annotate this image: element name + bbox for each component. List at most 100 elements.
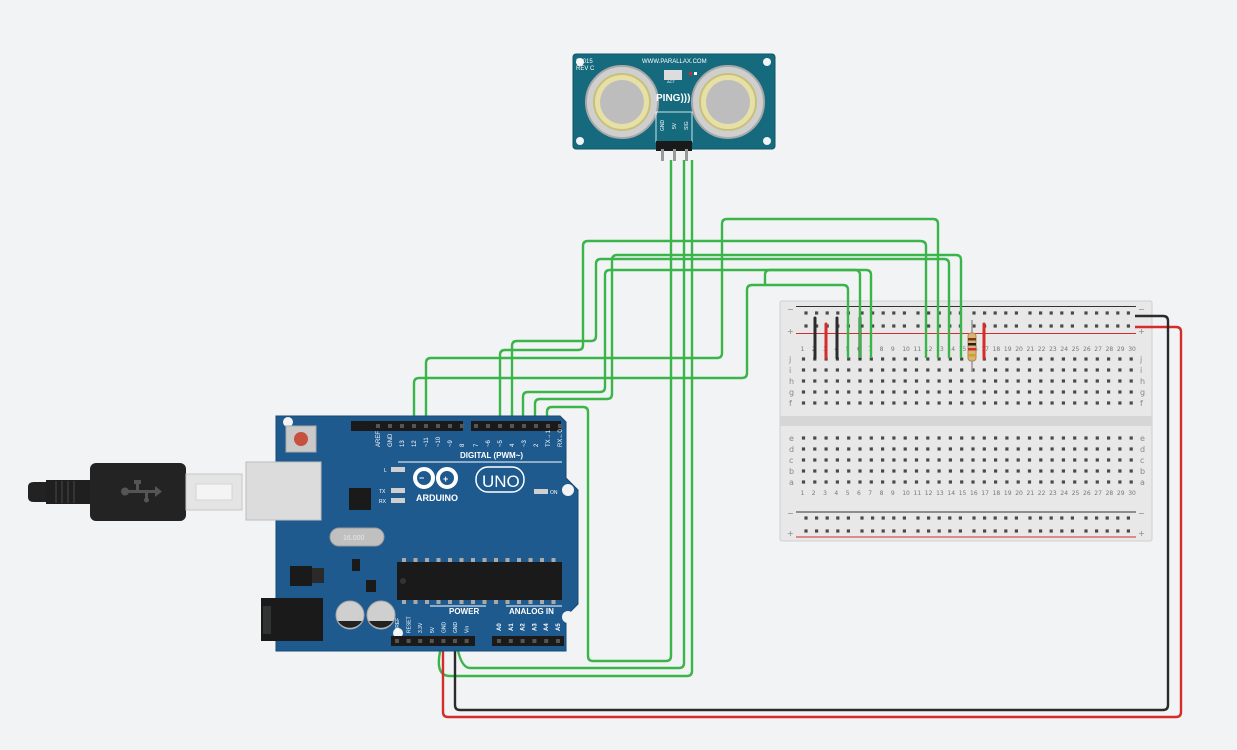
breadboard-hole[interactable] xyxy=(835,480,839,484)
breadboard-hole[interactable] xyxy=(994,447,998,451)
breadboard-hole[interactable] xyxy=(960,458,964,462)
breadboard-hole[interactable] xyxy=(971,436,975,440)
breadboard-hole[interactable] xyxy=(937,469,941,473)
analog-pin[interactable] xyxy=(508,639,513,643)
rail-hole[interactable] xyxy=(892,529,896,533)
breadboard-hole[interactable] xyxy=(1016,401,1020,405)
rail-hole[interactable] xyxy=(1039,529,1043,533)
breadboard-hole[interactable] xyxy=(1016,447,1020,451)
breadboard-hole[interactable] xyxy=(1027,436,1032,440)
breadboard-hole[interactable] xyxy=(824,480,828,484)
breadboard-hole[interactable] xyxy=(960,469,964,473)
breadboard-hole[interactable] xyxy=(835,447,839,451)
breadboard-hole[interactable] xyxy=(994,357,998,361)
rail-hole[interactable] xyxy=(881,529,885,533)
breadboard-hole[interactable] xyxy=(847,368,851,372)
ping-pin-gnd[interactable] xyxy=(661,149,664,161)
rail-hole[interactable] xyxy=(1116,516,1120,520)
breadboard-hole[interactable] xyxy=(948,458,952,462)
rail-hole[interactable] xyxy=(1084,324,1088,328)
rail-hole[interactable] xyxy=(1004,311,1008,315)
digital-pin[interactable] xyxy=(436,424,440,428)
breadboard-hole[interactable] xyxy=(1039,480,1043,484)
breadboard-hole[interactable] xyxy=(1050,368,1054,372)
rail-hole[interactable] xyxy=(948,529,952,533)
breadboard-hole[interactable] xyxy=(1129,458,1133,462)
breadboard-hole[interactable] xyxy=(948,480,952,484)
rail-hole[interactable] xyxy=(1004,529,1008,533)
digital-pin[interactable] xyxy=(534,424,538,428)
breadboard-hole[interactable] xyxy=(1129,447,1133,451)
breadboard-hole[interactable] xyxy=(1005,357,1009,361)
breadboard-hole[interactable] xyxy=(835,469,839,473)
breadboard-hole[interactable] xyxy=(948,357,952,361)
wire-5v-to-rail[interactable] xyxy=(441,325,1183,719)
breadboard-hole[interactable] xyxy=(1005,480,1009,484)
breadboard-hole[interactable] xyxy=(1005,436,1009,440)
breadboard-hole[interactable] xyxy=(1073,436,1077,440)
rail-hole[interactable] xyxy=(983,311,987,315)
breadboard-hole[interactable] xyxy=(1118,447,1122,451)
breadboard-hole[interactable] xyxy=(847,357,851,361)
rail-hole[interactable] xyxy=(1084,311,1088,315)
breadboard-hole[interactable] xyxy=(881,379,885,383)
breadboard-hole[interactable] xyxy=(858,368,862,372)
breadboard-hole[interactable] xyxy=(881,480,885,484)
rail-hole[interactable] xyxy=(815,324,819,328)
breadboard-hole[interactable] xyxy=(994,390,998,394)
breadboard-hole[interactable] xyxy=(1118,401,1122,405)
breadboard-hole[interactable] xyxy=(926,436,930,440)
breadboard-hole[interactable] xyxy=(1027,401,1032,405)
rail-hole[interactable] xyxy=(916,324,920,328)
breadboard-hole[interactable] xyxy=(1129,379,1133,383)
breadboard-hole[interactable] xyxy=(1039,390,1043,394)
breadboard-hole[interactable] xyxy=(1061,368,1065,372)
breadboard-hole[interactable] xyxy=(1107,458,1111,462)
breadboard-hole[interactable] xyxy=(903,379,907,383)
analog-pin[interactable] xyxy=(544,639,549,643)
breadboard-hole[interactable] xyxy=(971,458,975,462)
analog-pin[interactable] xyxy=(556,639,560,643)
breadboard-hole[interactable] xyxy=(1005,469,1009,473)
breadboard-hole[interactable] xyxy=(858,480,862,484)
rail-hole[interactable] xyxy=(1028,324,1032,328)
rail-hole[interactable] xyxy=(1084,529,1088,533)
digital-pin[interactable] xyxy=(546,424,550,428)
breadboard-hole[interactable] xyxy=(813,390,817,394)
breadboard-hole[interactable] xyxy=(1016,458,1020,462)
breadboard-hole[interactable] xyxy=(1084,458,1088,462)
breadboard-hole[interactable] xyxy=(1050,390,1054,394)
rail-hole[interactable] xyxy=(825,529,829,533)
breadboard-hole[interactable] xyxy=(1129,480,1133,484)
breadboard-hole[interactable] xyxy=(813,480,817,484)
analog-pin[interactable] xyxy=(532,639,537,643)
breadboard-hole[interactable] xyxy=(1027,379,1032,383)
breadboard-hole[interactable] xyxy=(926,401,930,405)
breadboard-hole[interactable] xyxy=(903,357,907,361)
breadboard-hole[interactable] xyxy=(1107,436,1111,440)
breadboard-hole[interactable] xyxy=(869,390,873,394)
breadboard-hole[interactable] xyxy=(881,458,885,462)
breadboard-hole[interactable] xyxy=(1084,469,1088,473)
wire-gnd-to-rail[interactable] xyxy=(453,314,1170,712)
ping-pin-sig[interactable] xyxy=(685,149,688,161)
breadboard-hole[interactable] xyxy=(824,379,828,383)
wire-pin12-to-bb[interactable] xyxy=(412,283,850,425)
digital-pin[interactable] xyxy=(388,424,392,428)
rail-hole[interactable] xyxy=(860,529,864,533)
rail-hole[interactable] xyxy=(836,516,840,520)
rail-hole[interactable] xyxy=(983,516,987,520)
breadboard-hole[interactable] xyxy=(903,401,907,405)
breadboard-hole[interactable] xyxy=(914,357,919,361)
breadboard-hole[interactable] xyxy=(1005,390,1009,394)
breadboard-hole[interactable] xyxy=(824,436,828,440)
rail-hole[interactable] xyxy=(972,516,976,520)
breadboard-hole[interactable] xyxy=(835,390,839,394)
breadboard-hole[interactable] xyxy=(1005,458,1009,462)
digital-pin[interactable] xyxy=(448,424,452,428)
breadboard-hole[interactable] xyxy=(1107,401,1111,405)
breadboard-hole[interactable] xyxy=(801,480,806,484)
breadboard-hole[interactable] xyxy=(960,436,964,440)
breadboard-hole[interactable] xyxy=(1095,357,1099,361)
breadboard-hole[interactable] xyxy=(813,469,817,473)
